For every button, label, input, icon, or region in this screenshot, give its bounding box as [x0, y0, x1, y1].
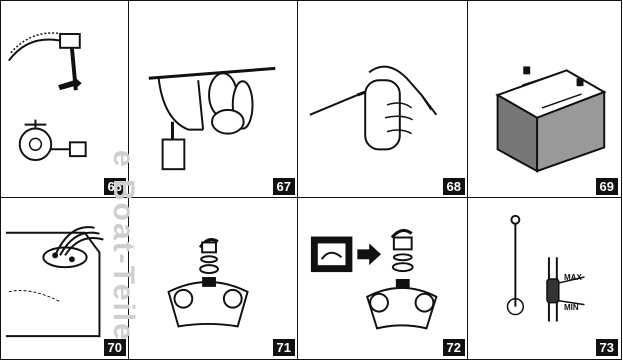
filter-plug-icon [298, 198, 468, 359]
step-number: 69 [596, 178, 618, 195]
step-number: 72 [443, 339, 465, 356]
drain-plug-icon [129, 198, 298, 359]
panel-67: 67 [128, 0, 299, 199]
grease-spray-can-icon [298, 1, 468, 198]
boat-hull-propeller-icon [129, 1, 298, 198]
panel-73: MAX MIN 73 [467, 197, 622, 360]
panel-72: 72 [297, 197, 469, 360]
watermark: e Boat-Teile [106, 150, 140, 342]
panel-71: 71 [128, 197, 299, 360]
battery-icon [468, 1, 621, 198]
panel-69: 69 [467, 0, 622, 199]
step-number: 68 [443, 178, 465, 195]
step-number: 67 [273, 178, 295, 195]
step-number: 71 [273, 339, 295, 356]
panel-68: 68 [297, 0, 469, 199]
min-label: MIN [564, 303, 579, 312]
step-number: 73 [596, 339, 618, 356]
dipstick-icon [468, 198, 621, 359]
max-label: MAX [564, 273, 582, 282]
